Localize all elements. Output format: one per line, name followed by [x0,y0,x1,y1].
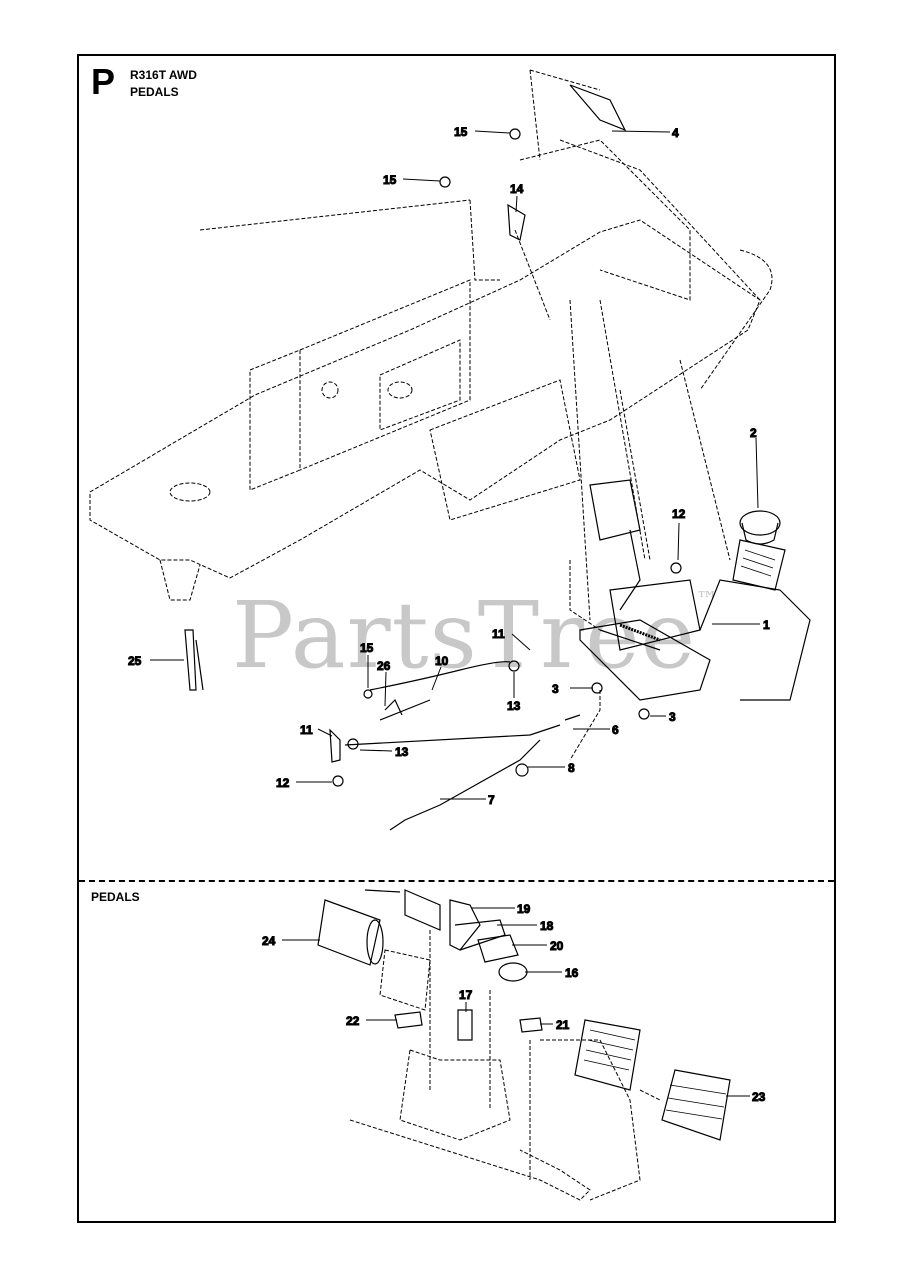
section-divider [79,880,834,882]
callout-20: 20 [550,939,564,953]
callout-19: 19 [517,902,531,916]
model-name: R316T AWD [130,68,197,82]
callout-10: 10 [435,654,449,668]
callout-18: 18 [540,919,554,933]
callout-11: 11 [492,627,505,641]
page-title: PEDALS [130,85,179,99]
pedal-assembly [579,479,811,701]
callout-25: 25 [128,654,142,668]
callout-12: 12 [276,776,290,790]
callout-26: 26 [377,659,391,673]
detail-pedal-assembly [317,889,731,1141]
callout-4: 4 [672,126,679,140]
callout-13: 13 [395,745,409,759]
callout-17: 17 [459,988,473,1002]
callout-15: 15 [383,173,397,187]
section-letter: P [91,61,116,102]
callout-12: 12 [672,507,686,521]
callout-22: 22 [346,1014,360,1028]
callout-15: 15 [360,641,374,655]
callout-2: 2 [750,426,757,440]
diagram-frame [77,54,836,1223]
callout-11: 11 [300,723,313,737]
callout-8: 8 [568,761,575,775]
callout-6: 6 [612,723,619,737]
callout-13: 13 [507,699,521,713]
callout-14: 14 [510,182,524,196]
callout-16: 16 [565,966,579,980]
callout-23: 23 [752,1090,766,1104]
callout-3: 3 [669,710,676,724]
chassis-frame [89,139,773,601]
callout-3: 3 [552,682,559,696]
detail-view-title: PEDALS [91,890,140,904]
callout-15: 15 [454,125,468,139]
callout-21: 21 [556,1018,570,1032]
callout-7: 7 [488,793,495,807]
callout-1: 1 [763,618,770,632]
callout-24: 24 [262,934,276,948]
